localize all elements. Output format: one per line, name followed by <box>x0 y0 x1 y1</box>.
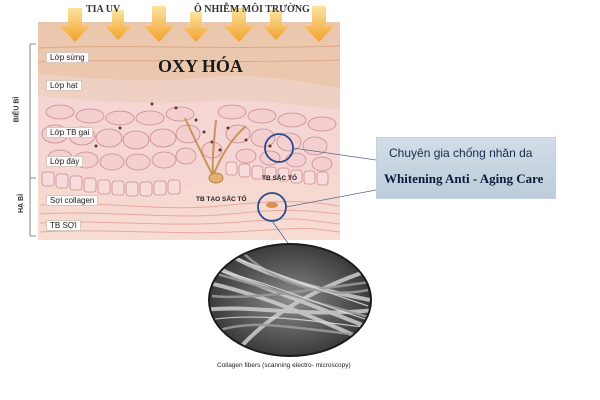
melanocyte-cell <box>208 172 224 184</box>
oxidation-label: OXY HÓA <box>158 56 243 76</box>
expert-banner <box>376 137 556 199</box>
stratum-corneum-band <box>38 22 340 88</box>
pollution-label: Ô NHIỄM MÔI TRƯỜNG <box>194 4 310 15</box>
fibroblast-layer-label: TB SỢI <box>46 220 81 231</box>
expert-title: Chuyên gia chống nhăn da <box>389 146 533 160</box>
basal-cells <box>41 161 329 197</box>
stratum-corneum-label: Lớp sừng <box>46 52 89 63</box>
uv-arrows <box>60 6 334 42</box>
collagen-sem-fibers <box>210 245 370 355</box>
uv-label: TIA UV <box>86 4 121 15</box>
melanin-granules <box>94 102 272 152</box>
sem-caption: Collagen fibers (scanning electro- micro… <box>217 362 351 369</box>
collagen-fibers <box>39 201 341 234</box>
dermis-side-label: HẠ BÌ <box>18 193 26 214</box>
granular-layer-band <box>38 74 340 110</box>
melanocyte-label: TB SẮC TỐ <box>262 175 298 182</box>
melanocyte-dendrites <box>184 117 247 177</box>
spinous-layer-label: Lớp TB gai <box>46 127 94 138</box>
expert-brand: Whitening Anti - Aging Care <box>384 171 544 186</box>
pigment-forming-cell-label: TB TẠO SẮC TỐ <box>196 196 247 203</box>
epidermis-side-label: BIỂU BÌ <box>13 96 21 123</box>
granular-layer-label: Lớp hạt <box>46 80 82 91</box>
fibroblast-cell <box>266 202 278 208</box>
collagen-label: Sợi collagen <box>46 195 99 206</box>
epidermal-cells <box>41 104 337 172</box>
basal-layer-label: Lớp đáy <box>46 156 84 167</box>
